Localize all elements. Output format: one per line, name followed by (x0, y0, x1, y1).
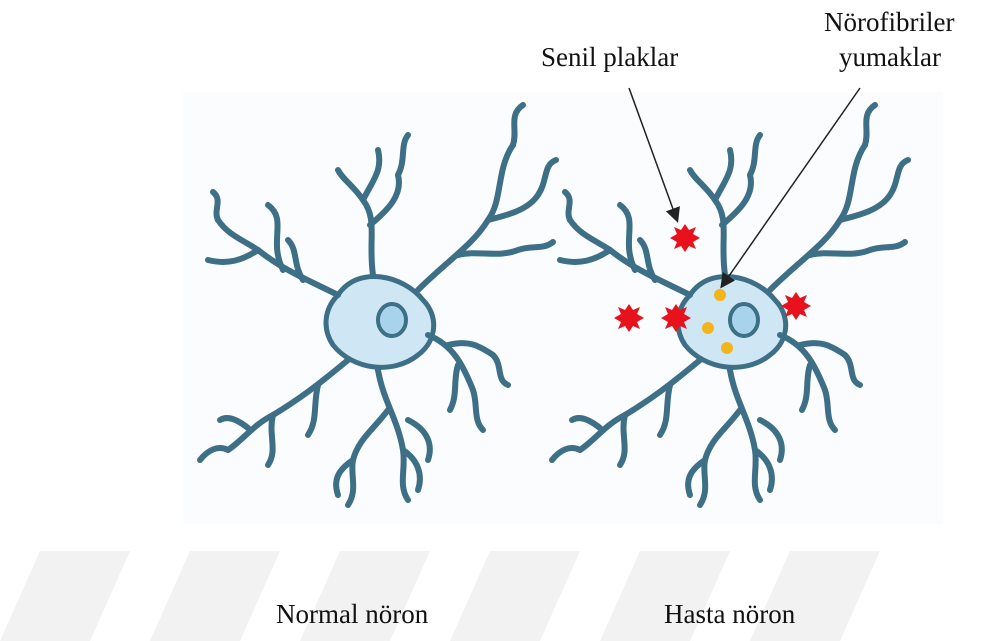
normal-neuron (200, 105, 556, 505)
label-senil-plaklar: Senil plaklar (541, 44, 678, 71)
label-norofibriler: Nörofibriler (824, 9, 954, 36)
senil-plaklar-arrow (629, 88, 677, 220)
label-normal-noron: Normal nöron (276, 601, 428, 628)
diseased-neuron (552, 105, 908, 505)
label-yumaklar: yumaklar (839, 44, 941, 71)
label-hasta-noron: Hasta nöron (664, 601, 795, 628)
